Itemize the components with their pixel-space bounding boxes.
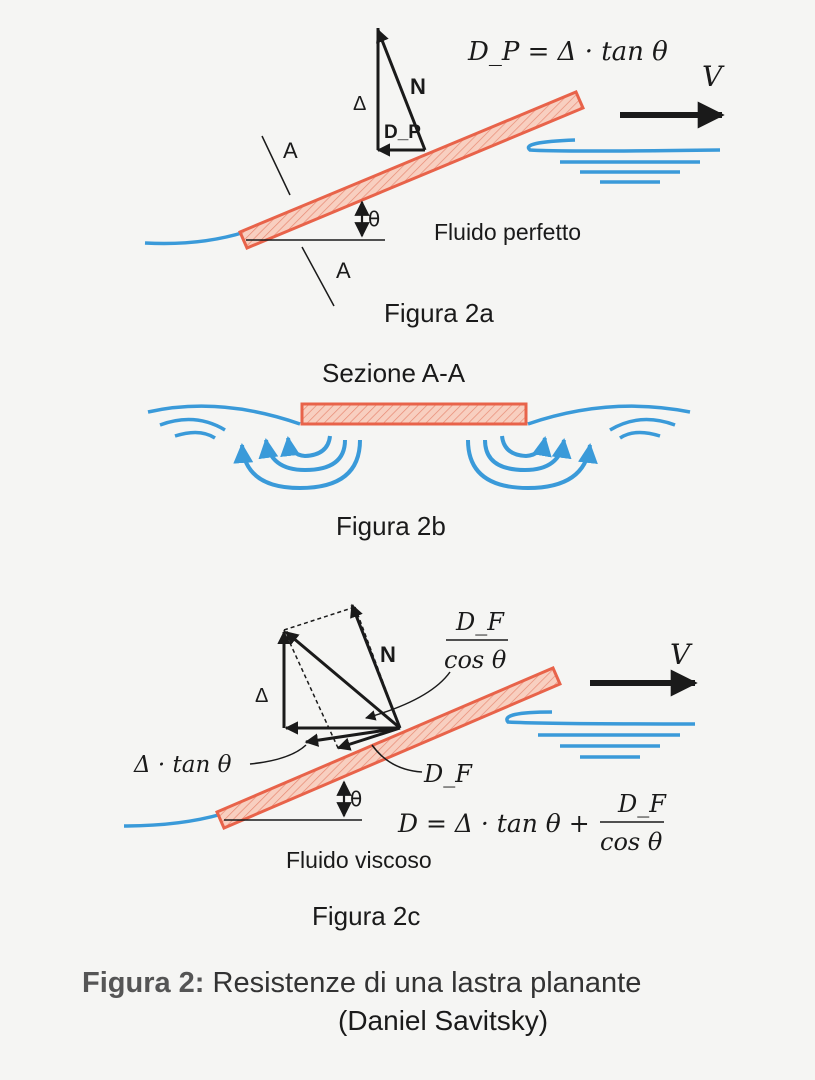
water-spray [526, 138, 721, 153]
leader-line [371, 744, 423, 773]
splash-left [159, 417, 226, 432]
caption-2b: Figura 2b [336, 511, 446, 541]
formula-total-left: D = Δ · tan θ + [397, 809, 590, 838]
resultant-arrow [284, 630, 401, 730]
delta-label: Δ [353, 93, 366, 115]
free-surface-left [147, 404, 301, 426]
leader-line [364, 671, 451, 721]
plate-cross-section [300, 402, 528, 426]
section-line-top [261, 135, 291, 196]
theta-label: θ [368, 207, 380, 231]
section-label-top: A [283, 138, 298, 163]
main-caption: Figura 2: Resistenze di una lastra plana… [82, 967, 641, 1036]
figure-2a: θ A A N Δ D_P D_P = Δ · tan θ V Fluido p… [144, 28, 725, 328]
vortex-arrow [466, 439, 598, 491]
df-label: D_F [423, 760, 473, 788]
caption-line-1: Figura 2: Resistenze di una lastra plana… [82, 967, 641, 999]
caption-2a: Figura 2a [384, 298, 494, 328]
n-label: N [410, 74, 426, 99]
dp-label: D_P [384, 122, 421, 143]
fluid-label: Fluido viscoso [286, 847, 432, 873]
free-surface-right [527, 404, 691, 426]
formula-total-den: cos θ [600, 828, 663, 856]
vortex-arrow [483, 438, 572, 473]
leader-line [249, 744, 307, 765]
caption-bold: Figura 2: [82, 967, 204, 999]
df-fraction-num: D_F [455, 608, 505, 636]
normal-force-arrow [376, 28, 427, 151]
vortex-arrow [258, 438, 347, 473]
theta-label: θ [350, 787, 362, 811]
section-line-bottom [301, 246, 335, 307]
delta-label: Δ [255, 685, 268, 707]
df-fraction-den: cos θ [444, 646, 507, 674]
water-surface-left [144, 230, 246, 246]
section-title: Sezione A-A [322, 358, 466, 388]
fluid-label: Fluido perfetto [434, 219, 581, 245]
horizontal-force-arrow [304, 726, 401, 747]
formula-dp: D_P = Δ · tan θ [467, 37, 668, 67]
water-spray [505, 710, 696, 726]
vortex-arrow [280, 435, 332, 459]
planing-plate [238, 90, 585, 250]
section-label-bottom: A [336, 258, 351, 283]
figure-2b: Sezione A-A Figura 2b [147, 358, 691, 541]
water-surface-left [123, 812, 223, 828]
delta-tan-label: Δ · tan θ [133, 752, 232, 778]
n-label: N [380, 642, 396, 667]
dashed-guide [283, 606, 356, 631]
vortex-arrow [500, 435, 552, 459]
velocity-label: V [702, 60, 725, 93]
vortex-arrow [233, 439, 362, 491]
caption-author: (Daniel Savitsky) [338, 1005, 548, 1036]
formula-total-num: D_F [617, 790, 667, 818]
splash-right [609, 417, 676, 432]
velocity-label: V [670, 638, 693, 671]
caption-2c: Figura 2c [312, 901, 420, 931]
dashed-guide [283, 629, 339, 749]
normal-force-arrow [350, 603, 402, 729]
figure-2c: θ N Δ D_F cos θ Δ · tan θ D_F V D = Δ · … [123, 603, 698, 931]
planing-plate [215, 666, 562, 830]
caption-text: Resistenze di una lastra planante [204, 967, 641, 999]
friction-arrow [336, 726, 401, 751]
splash-left [174, 430, 216, 440]
splash-right [619, 430, 661, 440]
